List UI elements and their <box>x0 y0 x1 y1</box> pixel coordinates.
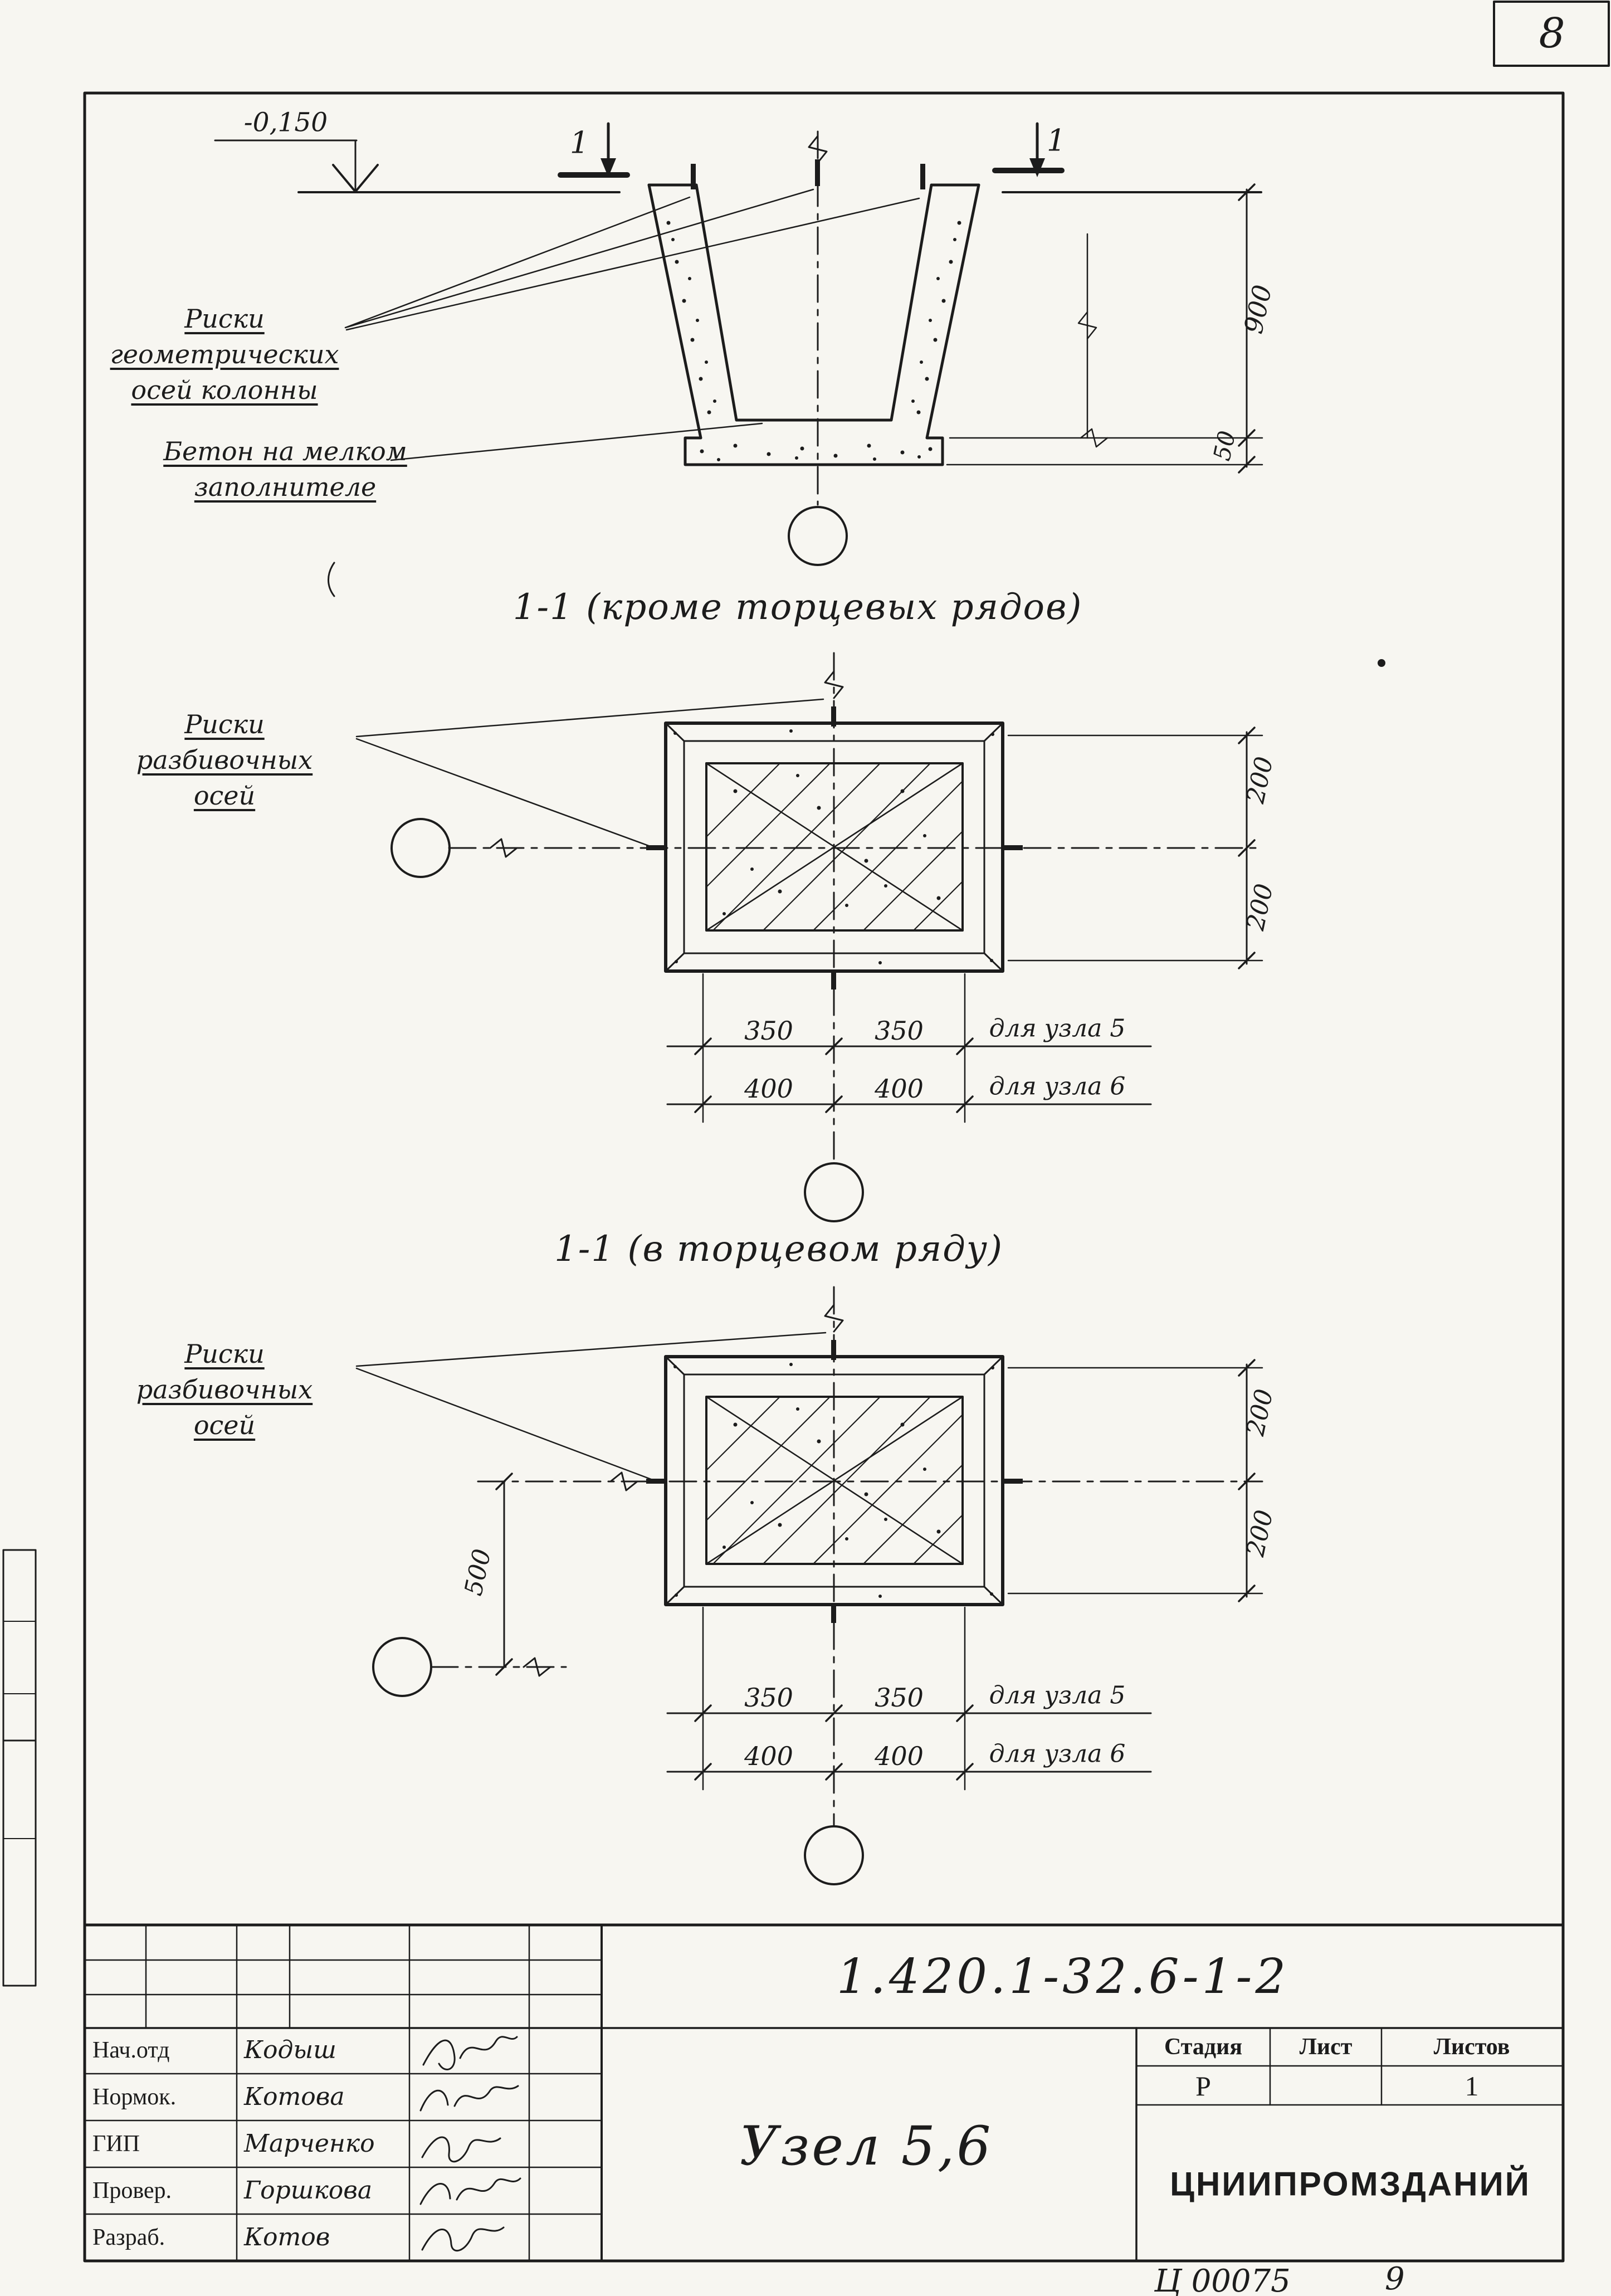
title-block-grid <box>83 1923 1565 2262</box>
label-line: осей колонны <box>131 375 318 405</box>
label-line: Бетон на мелком <box>163 436 407 466</box>
plan-b-note-node5: для узла 5 <box>989 1681 1126 1710</box>
label-line: Риски разбивочных <box>136 1339 313 1405</box>
section-cut-label-left: 1 <box>569 125 589 160</box>
sheet-frame <box>83 1 1610 2263</box>
foundation-section-linework <box>214 122 1263 566</box>
plan-b-label-axes: Риски разбивочных осей <box>94 1336 355 1443</box>
staff-role: Провер. <box>92 2178 172 2204</box>
staff-role: Разраб. <box>92 2225 165 2250</box>
label-line: осей <box>193 781 256 811</box>
plan-b-dim-400-left: 400 <box>744 1741 793 1771</box>
label-line: осей <box>193 1410 256 1440</box>
staff-role: ГИП <box>92 2131 140 2157</box>
plan-a-dim-350-right: 350 <box>875 1016 924 1046</box>
sheet-header: Лист <box>1299 2034 1353 2060</box>
plan-a-label-axes: Риски разбивочных осей <box>94 706 355 813</box>
staff-role: Нач.отд <box>92 2037 170 2063</box>
staff-name: Марченко <box>244 2129 375 2158</box>
plan-a-title: 1-1 (кроме торцевых рядов) <box>512 587 1083 628</box>
subject-title: Узел 5,6 <box>739 2115 993 2177</box>
plan-a-dim-400-left: 400 <box>744 1074 793 1104</box>
label-column-axes: Риски геометрических осей колонны <box>94 301 355 408</box>
staff-role: Нормок. <box>92 2084 177 2110</box>
plan-b-dim-350-right: 350 <box>875 1683 924 1713</box>
plan-a-note-node6: для узла 6 <box>989 1072 1126 1101</box>
plan-b-linework <box>355 1286 1263 1885</box>
signature-squiggles <box>419 2036 521 2251</box>
stamp-page: 9 <box>1385 2261 1405 2296</box>
plan-a-linework <box>355 652 1263 1222</box>
sheets-value: 1 <box>1464 2070 1479 2102</box>
staff-name: Котова <box>244 2083 345 2111</box>
plan-a-dim-400-right: 400 <box>875 1074 924 1104</box>
label-line: Риски геометрических <box>110 304 339 369</box>
stage-header: Стадия <box>1164 2034 1243 2060</box>
stage-value: Р <box>1195 2070 1211 2102</box>
sheets-header: Листов <box>1433 2034 1510 2060</box>
label-concrete: Бетон на мелком заполнителе <box>163 433 408 505</box>
label-line: заполнителе <box>194 472 377 502</box>
sheet-number: 8 <box>1539 9 1565 57</box>
stamp-code: Ц 00075 <box>1154 2263 1291 2296</box>
label-line: Риски разбивочных <box>136 709 313 775</box>
scan-speckles <box>328 562 1385 667</box>
plan-a-note-node5: для узла 5 <box>989 1014 1126 1043</box>
level-mark: -0,150 <box>243 107 328 138</box>
plan-b-title: 1-1 (в торцевом ряду) <box>554 1229 1003 1270</box>
section-cut-label-right: 1 <box>1046 123 1066 158</box>
plan-b-dim-350-left: 350 <box>744 1683 793 1713</box>
concrete-texture <box>666 221 961 461</box>
doc-number: 1.420.1-32.6-1-2 <box>836 1949 1290 2005</box>
staff-name: Кодыш <box>244 2036 336 2064</box>
plan-b-dim-400-right: 400 <box>875 1741 924 1771</box>
plan-a-dim-350-left: 350 <box>744 1016 793 1046</box>
staff-name: Котов <box>244 2223 330 2251</box>
plan-b-note-node6: для узла 6 <box>989 1739 1126 1768</box>
margin-stamp-boxes <box>2 1549 37 1987</box>
organization-name: ЦНИИПРОМЗДАНИЙ <box>1170 2165 1531 2203</box>
staff-name: Горшкова <box>244 2176 373 2205</box>
